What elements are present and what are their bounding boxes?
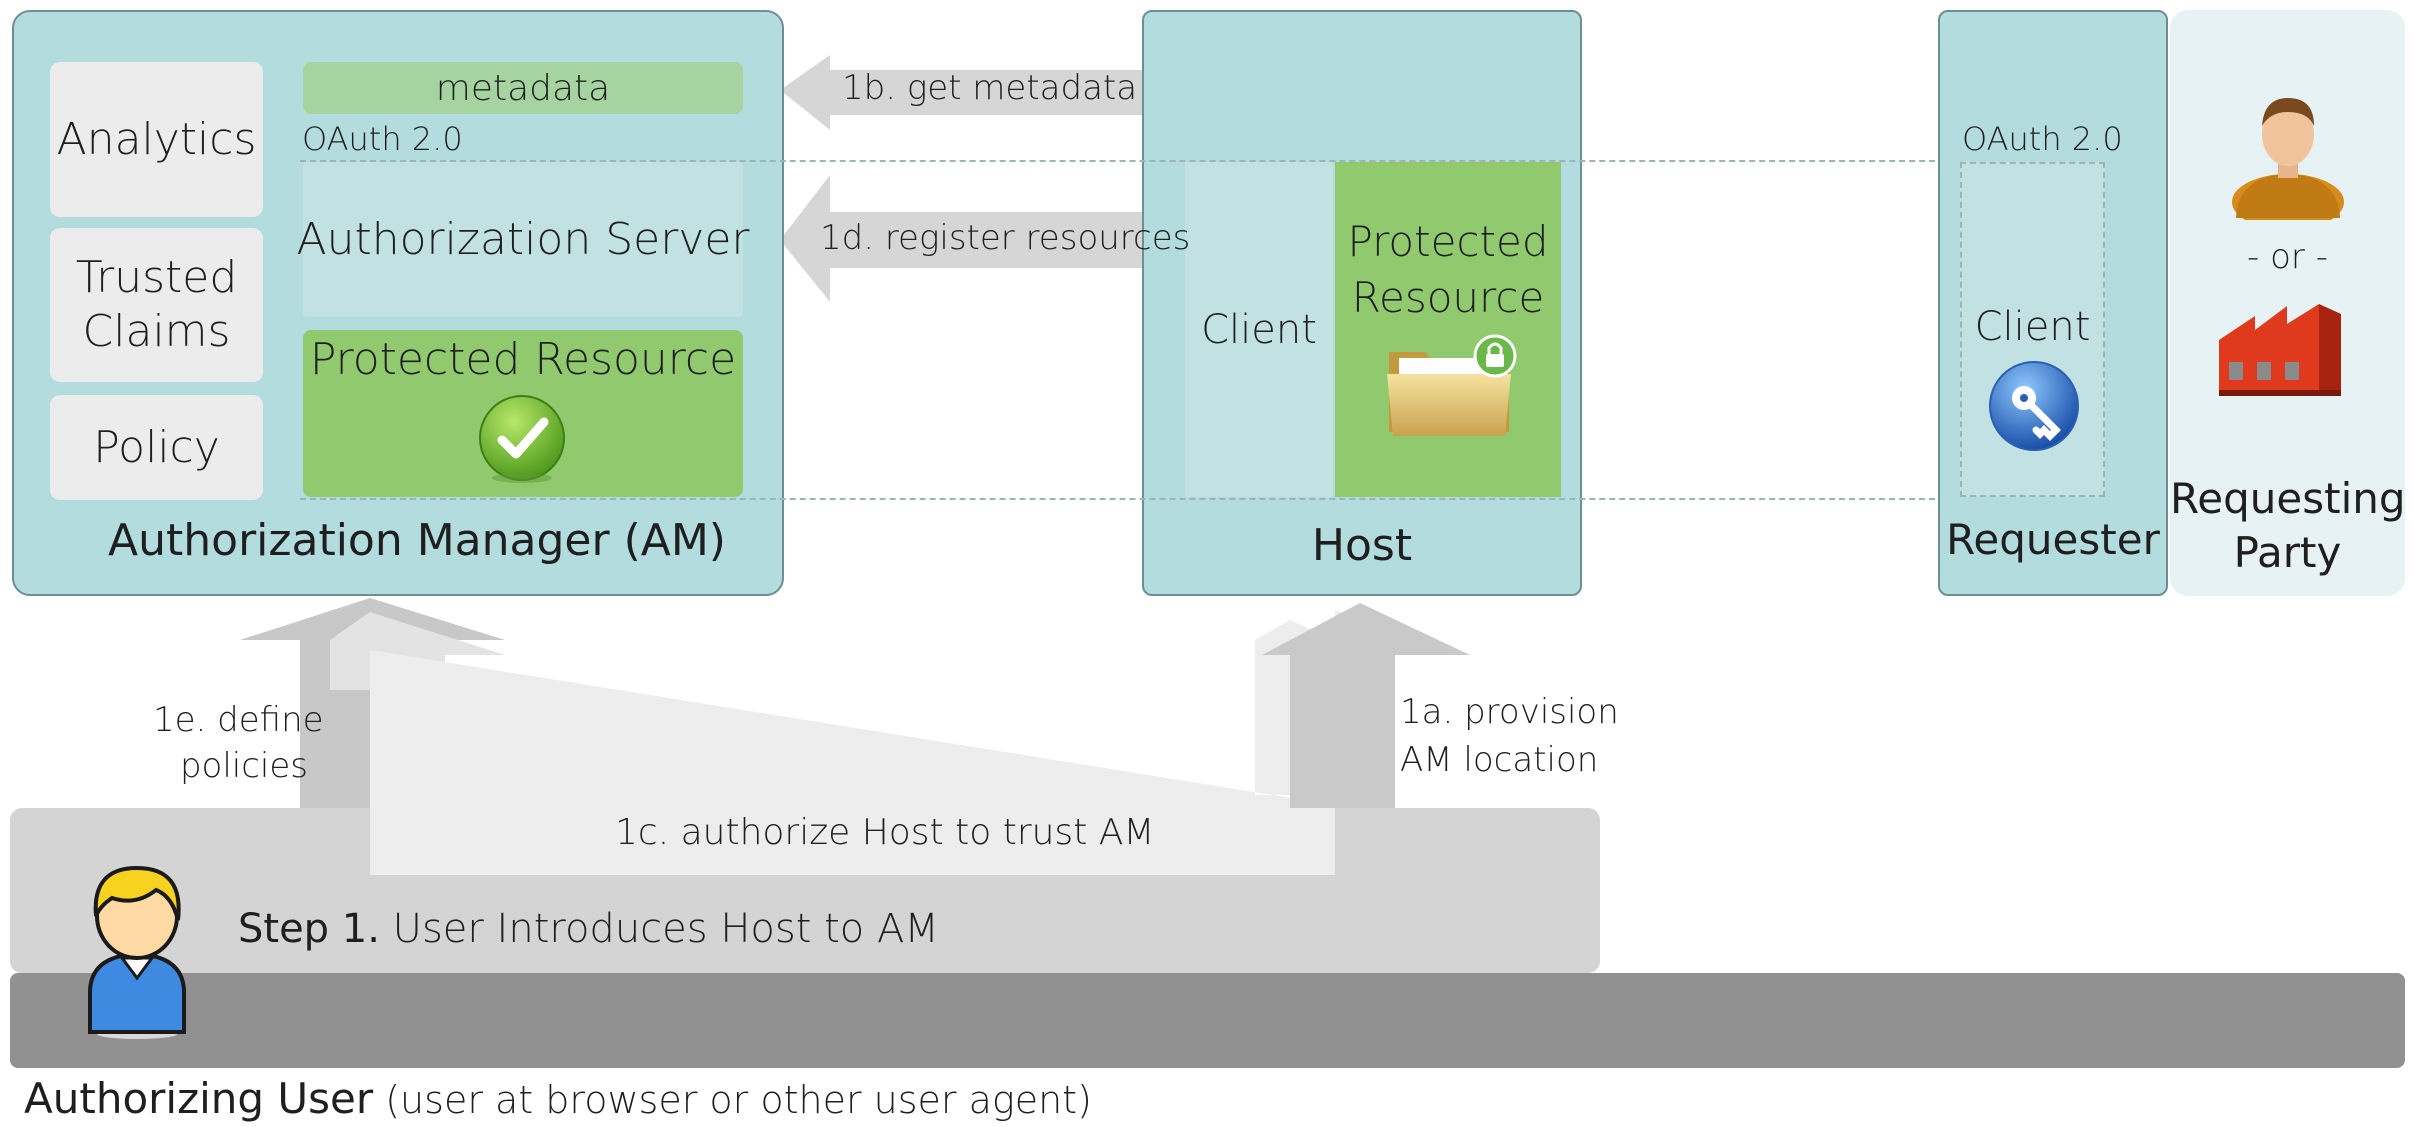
step-title: Step 1. User Introduces Host to AM — [238, 906, 939, 952]
requester-oauth-label: OAuth 2.0 — [1962, 120, 2123, 158]
person-icon — [2232, 98, 2344, 220]
company-icon — [2219, 304, 2341, 396]
provision-arrow — [1262, 603, 1470, 808]
requester-client-box[interactable]: Client — [1960, 162, 2105, 497]
host-title: Host — [1311, 520, 1413, 571]
authorize-arrow — [370, 610, 1465, 875]
get-metadata-arrow — [780, 55, 1142, 130]
authorize-label: 1c. authorize Host to trust AM — [615, 812, 1155, 853]
authorizing-user-title: Authorizing User (user at browser or oth… — [24, 1074, 1092, 1123]
provision-label-1: 1a. provision — [1400, 692, 1619, 732]
metadata-label: metadata — [435, 67, 611, 109]
or-label: - or - — [2247, 237, 2328, 277]
host-client-box[interactable]: Client — [1185, 162, 1333, 497]
analytics-label: Analytics — [56, 114, 257, 165]
host-client-label: Client — [1201, 306, 1317, 353]
define-policies-label-2: policies — [179, 746, 308, 786]
am-protected-resource-label: Protected Resource — [309, 334, 737, 385]
auth-server-label: Authorization Server — [296, 214, 750, 265]
host-protected-resource-box[interactable]: Protected Resource — [1335, 162, 1561, 497]
requesting-party-title: Requesting Party — [2170, 474, 2406, 577]
register-resources-label: 1d. register resources — [820, 218, 1191, 258]
auth-server-box[interactable]: Authorization Server — [297, 162, 750, 317]
locked-folder-icon — [1387, 334, 1517, 436]
oauth-boundary — [300, 160, 2105, 500]
provision-label-2: AM location — [1400, 740, 1599, 780]
key-icon — [1989, 361, 2079, 451]
host-protected-resource-label: Protected Resource — [1347, 217, 1549, 322]
authorizing-user-text: (user at browser or other user agent) — [373, 1078, 1092, 1122]
user-band — [10, 973, 2405, 1068]
am-title: Authorization Manager (AM) — [108, 515, 726, 566]
define-policies-label-1: 1e. define — [153, 700, 324, 740]
step-bold: Step 1. — [238, 906, 380, 952]
trusted-claims-box[interactable]: Trusted Claims — [50, 228, 263, 382]
step-text: User Introduces Host to AM — [379, 906, 939, 952]
check-icon — [479, 395, 565, 483]
policy-box[interactable]: Policy — [50, 395, 263, 500]
trusted-claims-label: Trusted Claims — [75, 252, 238, 357]
user-icon — [88, 865, 186, 1039]
register-resources-arrow — [780, 175, 1142, 302]
am-protected-resource-box[interactable]: Protected Resource — [303, 330, 743, 497]
am-oauth-label: OAuth 2.0 — [302, 120, 463, 158]
requester-title: Requester — [1946, 515, 2160, 564]
authorizing-user-bold: Authorizing User — [24, 1074, 374, 1123]
policy-label: Policy — [93, 422, 220, 473]
requester-client-label: Client — [1974, 304, 2091, 350]
analytics-box[interactable]: Analytics — [50, 62, 263, 217]
metadata-bar[interactable]: metadata — [303, 62, 743, 114]
get-metadata-label: 1b. get metadata — [842, 68, 1138, 108]
